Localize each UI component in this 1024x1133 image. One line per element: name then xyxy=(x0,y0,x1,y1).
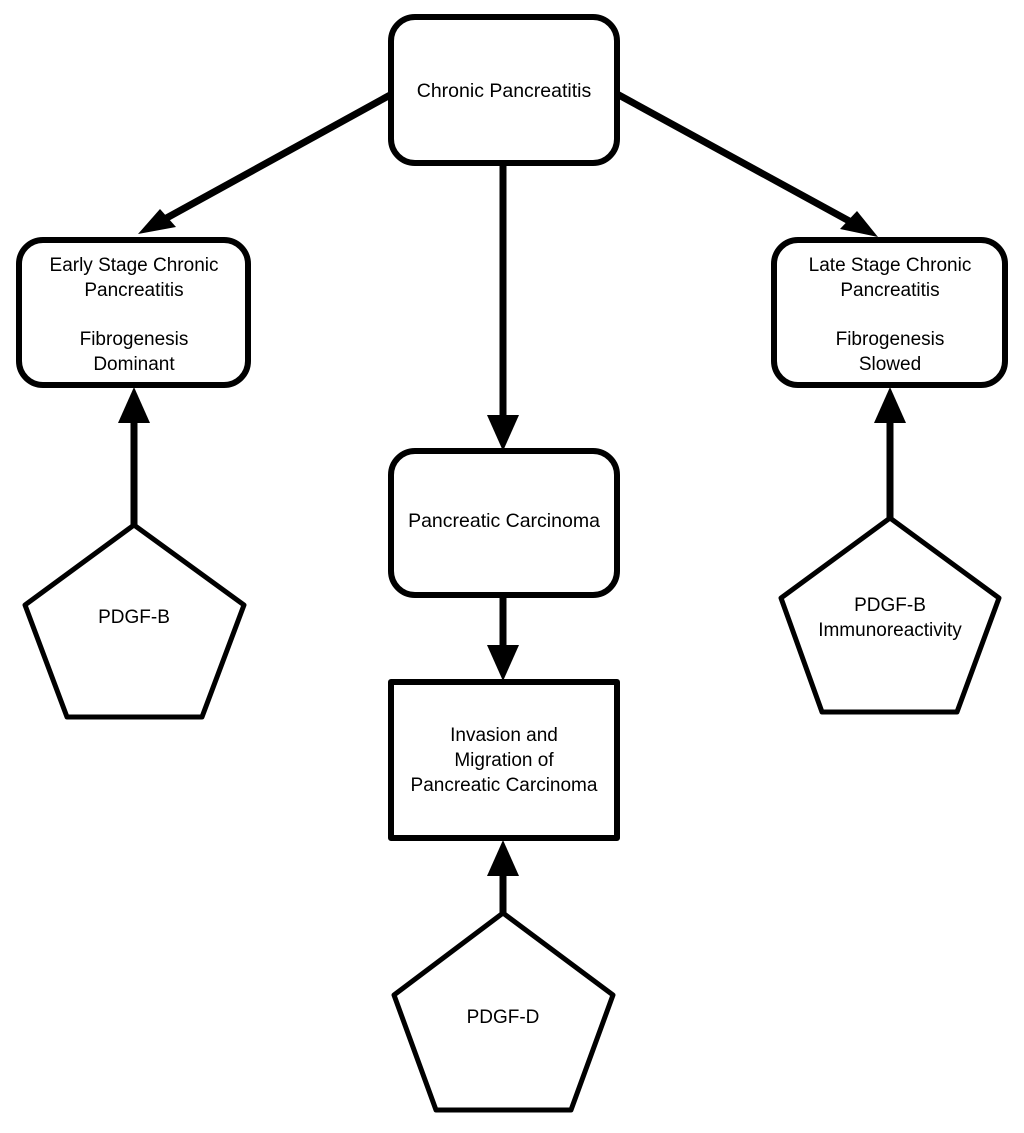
edge-chronic-to-carcinoma[interactable] xyxy=(487,163,519,451)
pdgf-b-immunoreactivity-pentagon[interactable] xyxy=(778,515,1002,715)
pdgf-b-immunoreactivity-label-line-1: PDGF-B xyxy=(854,595,926,616)
node-pdgf-b[interactable]: PDGF-B xyxy=(22,522,247,720)
pdgf-d-pentagon[interactable] xyxy=(391,910,616,1113)
late-stage-box[interactable] xyxy=(771,237,1008,388)
edge-chronic-to-late-stage[interactable] xyxy=(615,90,878,237)
edge-chronic-to-early-stage[interactable] xyxy=(138,90,394,234)
edge-pdgfd-to-invasion[interactable] xyxy=(487,840,519,916)
pancreatic-carcinoma-label: Pancreatic Carcinoma xyxy=(408,510,600,532)
edge-pdgfb-to-early-stage[interactable] xyxy=(118,387,150,528)
chronic-pancreatitis-label: Chronic Pancreatitis xyxy=(417,80,592,102)
pdgf-d-label: PDGF-D xyxy=(467,1007,540,1028)
node-invasion-migration[interactable]: Invasion and Migration of Pancreatic Car… xyxy=(388,679,620,841)
pdgf-b-pentagon[interactable] xyxy=(22,522,247,720)
pdgf-b-label: PDGF-B xyxy=(98,607,170,628)
late-stage-label-line-5: Slowed xyxy=(859,354,921,375)
invasion-migration-box[interactable] xyxy=(388,679,620,841)
node-chronic-pancreatitis[interactable]: Chronic Pancreatitis xyxy=(388,14,620,166)
late-stage-label-line-2: Pancreatitis xyxy=(840,280,939,301)
early-stage-label-line-4: Fibrogenesis xyxy=(80,329,189,350)
early-stage-label-line-2: Pancreatitis xyxy=(84,280,183,301)
pancreatic-carcinoma-box[interactable] xyxy=(388,448,620,598)
invasion-migration-label-line-3: Pancreatic Carcinoma xyxy=(411,775,598,796)
edge-pdgfb-immuno-to-late-stage[interactable] xyxy=(874,387,906,522)
late-stage-label-line-4: Fibrogenesis xyxy=(836,329,945,350)
invasion-migration-label-line-1: Invasion and xyxy=(450,725,558,746)
invasion-migration-label-line-2: Migration of xyxy=(454,750,554,771)
node-pdgf-b-immunoreactivity[interactable]: PDGF-B Immunoreactivity xyxy=(778,515,1002,715)
pdgf-b-immunoreactivity-label-line-2: Immunoreactivity xyxy=(818,620,962,641)
late-stage-label-line-1: Late Stage Chronic xyxy=(809,255,972,276)
edge-carcinoma-to-invasion[interactable] xyxy=(487,595,519,681)
node-pancreatic-carcinoma[interactable]: Pancreatic Carcinoma xyxy=(388,448,620,598)
early-stage-label-line-1: Early Stage Chronic xyxy=(50,255,219,276)
node-pdgf-d[interactable]: PDGF-D xyxy=(391,910,616,1113)
edge-layer xyxy=(118,90,906,916)
node-early-stage-chronic-pancreatitis[interactable]: Early Stage Chronic Pancreatitis Fibroge… xyxy=(16,237,251,388)
node-late-stage-chronic-pancreatitis[interactable]: Late Stage Chronic Pancreatitis Fibrogen… xyxy=(771,237,1008,388)
early-stage-label-line-5: Dominant xyxy=(93,354,175,375)
chronic-pancreatitis-box[interactable] xyxy=(388,14,620,166)
early-stage-box[interactable] xyxy=(16,237,251,388)
